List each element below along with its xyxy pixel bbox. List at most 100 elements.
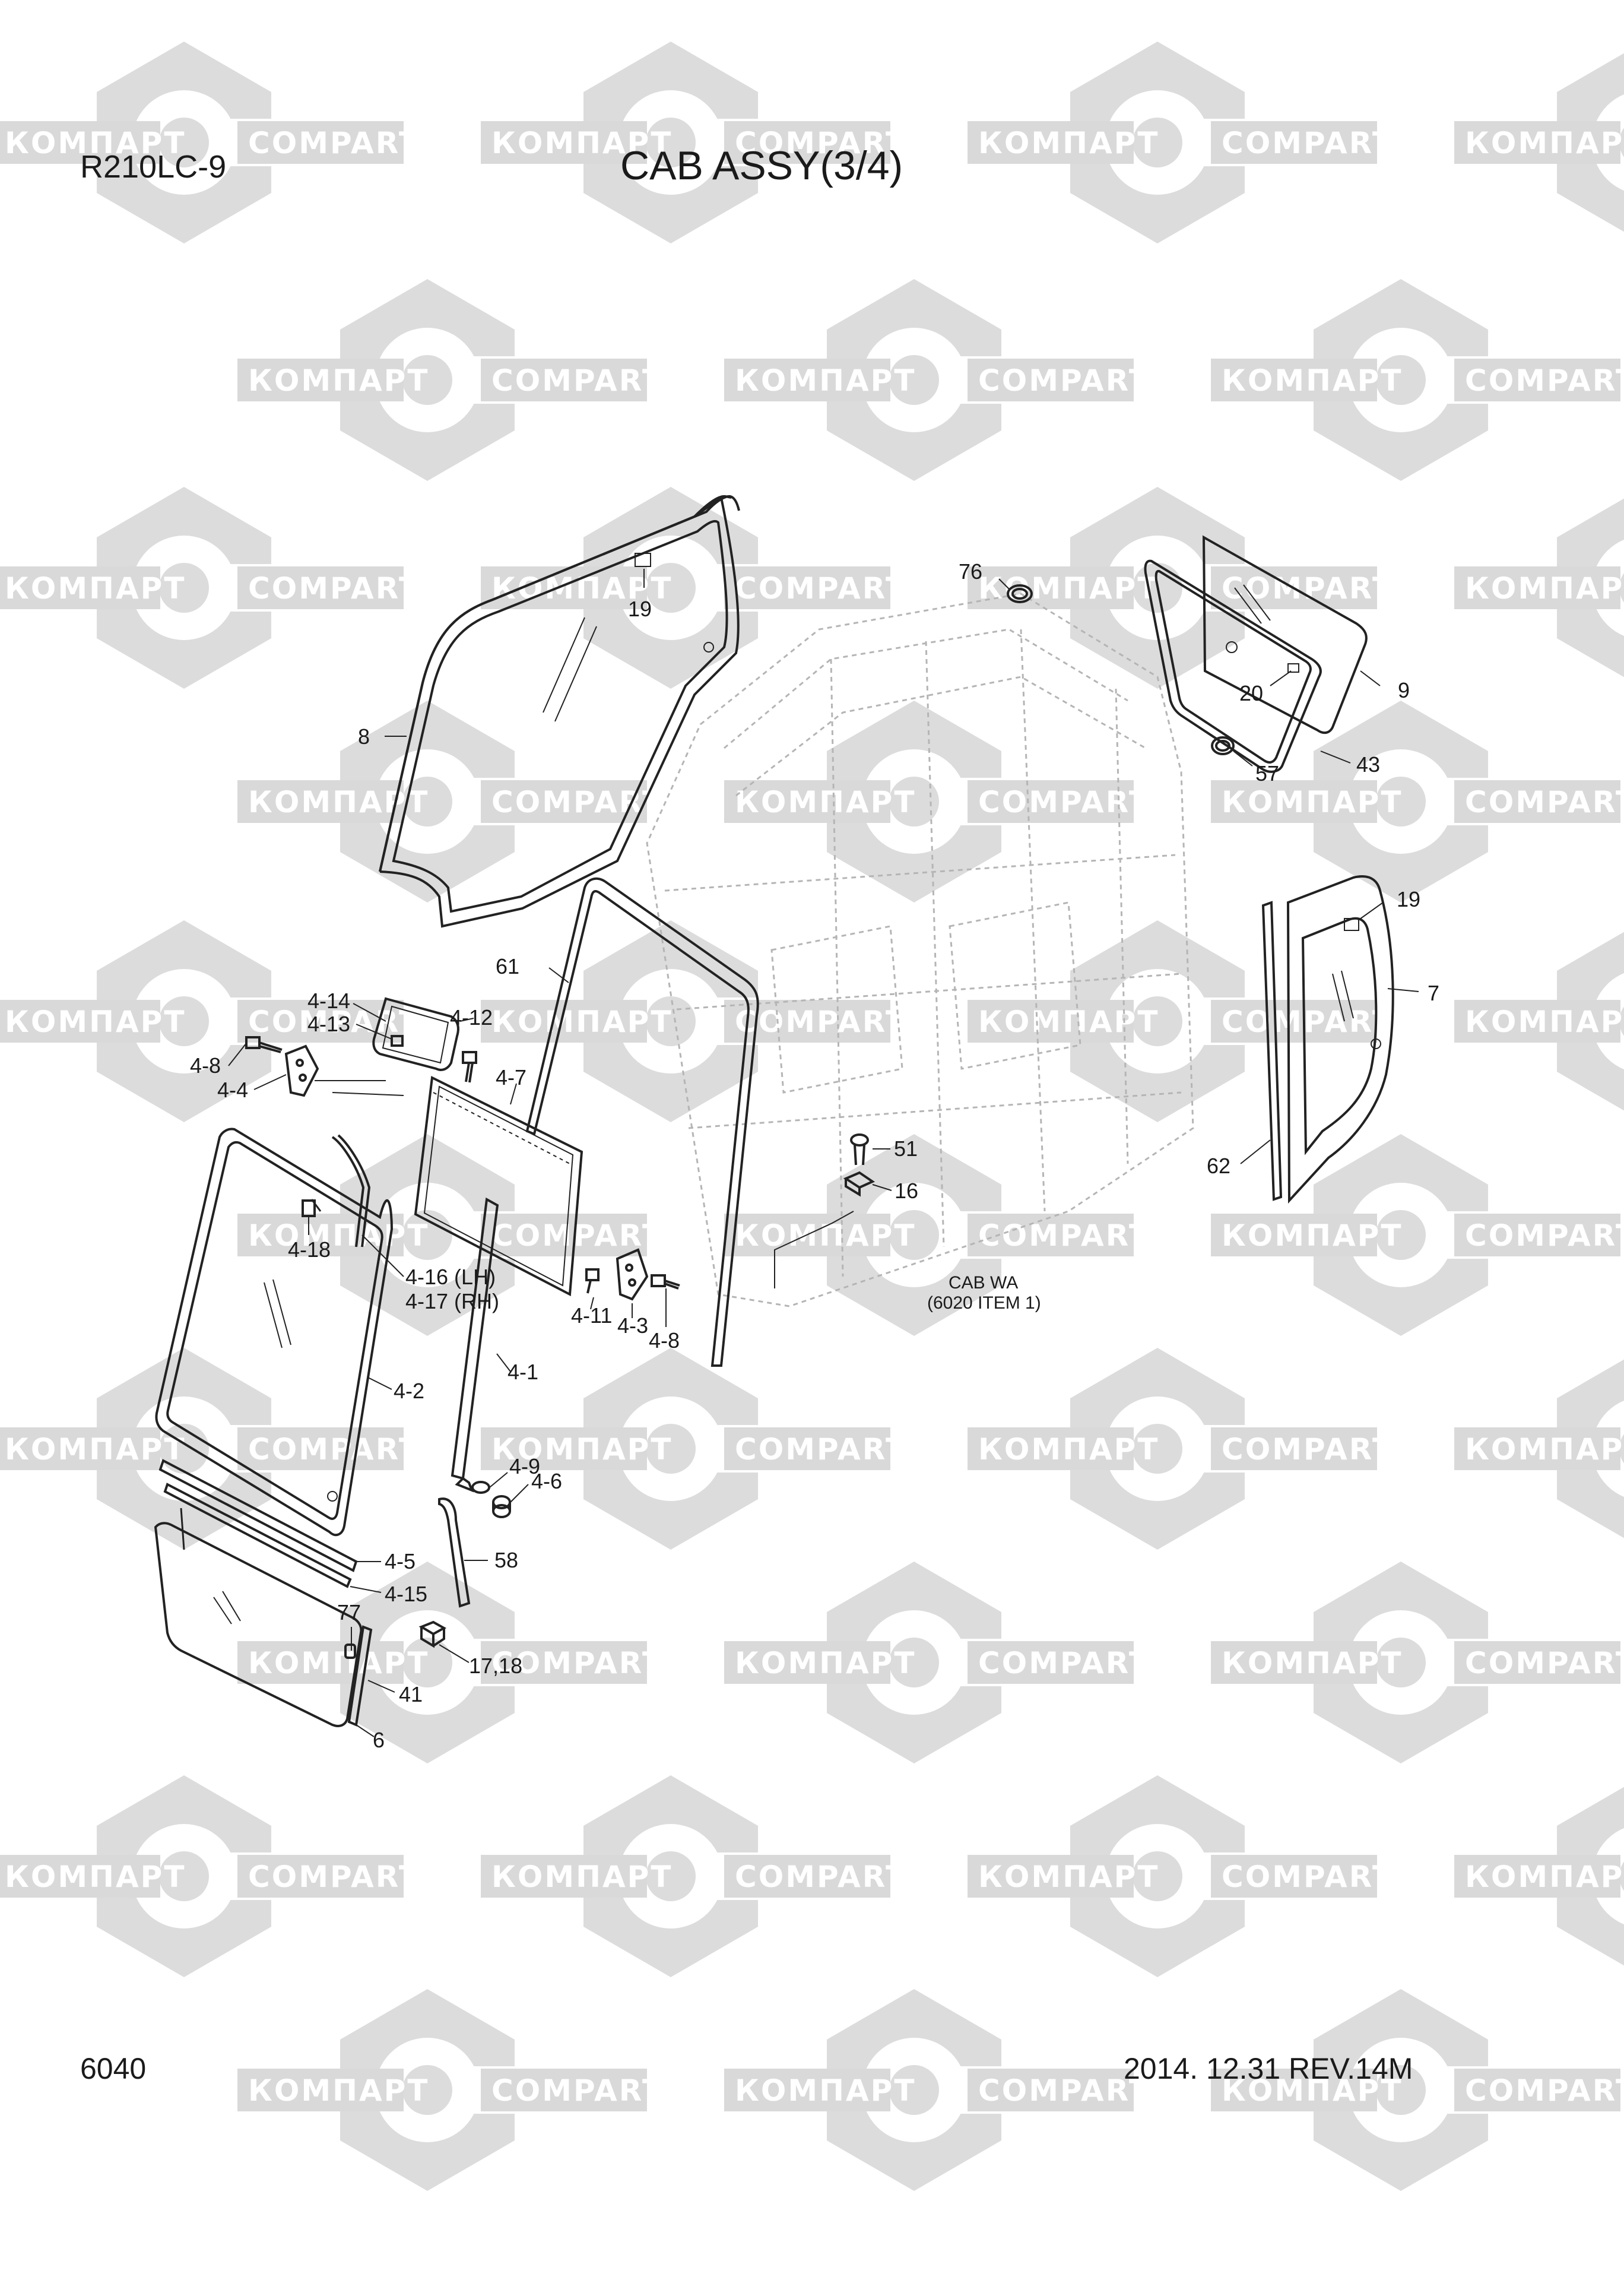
watermark-text: COMPART: [735, 1432, 908, 1467]
watermark-bar: [724, 1855, 890, 1898]
callout-19-side: 19: [1397, 887, 1420, 911]
page-number: 6040: [80, 2052, 147, 2085]
revision-label: 2014. 12.31 REV.14M: [1124, 2052, 1413, 2085]
watermark-text: КОМПАРТ: [735, 2073, 916, 2108]
watermark-bar: [724, 121, 890, 164]
watermark-bar: [1211, 1000, 1377, 1043]
watermark-text: COMPART: [735, 126, 908, 160]
watermark-text: КОМПАРТ: [491, 1005, 673, 1039]
watermark-bar: [1211, 359, 1377, 401]
watermark-text: COMPART: [491, 2073, 664, 2108]
watermark-text: КОМПАРТ: [1222, 1646, 1403, 1680]
watermark-text: КОМПАРТ: [1222, 1218, 1403, 1253]
watermark-bar: [1211, 2069, 1377, 2111]
watermark-text: COMPART: [491, 785, 664, 819]
part-7-side-glass: [1286, 875, 1394, 1204]
callout-4-8-lower: 4-8: [649, 1328, 680, 1353]
watermark-bar: [968, 1000, 1134, 1043]
watermark-bar: [968, 780, 1134, 823]
cab-body-outline: [646, 593, 1194, 1307]
watermark-text: КОМПАРТ: [735, 785, 916, 819]
watermark-text: COMPART: [1465, 363, 1624, 398]
watermark-bar: [481, 1855, 647, 1898]
watermark-text: COMPART: [1222, 1005, 1394, 1039]
callout-4-16: 4-16 (LH): [405, 1265, 496, 1289]
watermark-text: COMPART: [735, 571, 908, 606]
part-43-roof-seal: [1144, 559, 1322, 773]
watermark-text: КОМПАРТ: [1465, 126, 1624, 160]
watermark-bar: [1211, 1855, 1377, 1898]
part-4-2-door-glass: [155, 1128, 394, 1537]
watermark-text: КОМПАРТ: [248, 363, 429, 398]
callout-77: 77: [337, 1600, 361, 1624]
watermark-bar: [481, 780, 647, 823]
watermark-bar: [968, 566, 1134, 609]
watermark-text: COMPART: [1222, 1860, 1394, 1894]
watermark-text: КОМПАРТ: [491, 1860, 673, 1894]
watermark-bar: [1211, 1641, 1377, 1684]
part-4-5-strip: [158, 1459, 358, 1588]
watermark-text: КОМПАРТ: [978, 1860, 1159, 1894]
part-77-clip: [344, 1644, 356, 1659]
watermark-text: COMPART: [735, 1005, 908, 1039]
watermark-layer: КОМПАРТ COMPART КОМПАРТ COMPART КОМПАРТ COMPA…: [0, 42, 1624, 2191]
watermark-bar: [968, 1641, 1134, 1684]
watermark-bar: [968, 359, 1134, 401]
part-4-9-washer: [471, 1481, 490, 1494]
watermark-text: COMPART: [978, 2073, 1151, 2108]
part-4-4-hinge: [284, 1044, 319, 1097]
watermark-bar: [1454, 780, 1620, 823]
part-4-1-rail: [451, 1197, 499, 1493]
watermark-text: COMPART: [735, 1860, 908, 1894]
watermark-bar: [1211, 121, 1377, 164]
watermark-text: COMPART: [491, 1218, 664, 1253]
watermark-text: COMPART: [248, 1860, 421, 1894]
part-4-11-bolt: [585, 1268, 600, 1294]
watermark-text: КОМПАРТ: [1222, 785, 1403, 819]
part-4-6-spacer: [492, 1495, 511, 1518]
callout-41: 41: [399, 1682, 423, 1706]
watermark-text: COMPART: [978, 1218, 1151, 1253]
watermark-bar: [968, 1427, 1134, 1470]
watermark-text: COMPART: [248, 571, 421, 606]
part-4-14-mirror: [372, 997, 459, 1071]
watermark-text: COMPART: [491, 363, 664, 398]
watermark-bar: [968, 2069, 1134, 2111]
watermark-text: КОМПАРТ: [491, 1432, 673, 1467]
watermark-bar: [481, 2069, 647, 2111]
watermark-text: КОМПАРТ: [1222, 2073, 1403, 2108]
watermark-bar: [724, 359, 890, 401]
callout-4-9: 4-9: [509, 1454, 540, 1478]
part-51-bolt: [850, 1133, 869, 1166]
part-16-block: [843, 1171, 876, 1197]
watermark-bar: [1211, 780, 1377, 823]
part-4-3-hinge: [616, 1248, 649, 1301]
watermark-text: COMPART: [248, 126, 421, 160]
part-4-16-rod: [302, 1134, 371, 1247]
callout-16: 16: [895, 1179, 918, 1203]
watermark-bar: [968, 1214, 1134, 1256]
part-4-8-bolt-lower: [651, 1274, 680, 1290]
part-6-lower-glass: [154, 1508, 363, 1727]
callout-4-18: 4-18: [288, 1237, 331, 1262]
watermark-bar: [968, 1855, 1134, 1898]
watermark-text: КОМПАРТ: [1465, 1432, 1624, 1467]
watermark-text: КОМПАРТ: [1222, 363, 1403, 398]
watermark-text: COMPART: [1465, 785, 1624, 819]
watermark-bar: [0, 121, 160, 164]
callout-8: 8: [358, 724, 370, 749]
watermark-bar: [1454, 1855, 1620, 1898]
watermark-text: КОМПАРТ: [5, 571, 186, 606]
watermark-text: COMPART: [1222, 571, 1394, 606]
watermark-bar: [481, 1427, 647, 1470]
callout-4-15: 4-15: [385, 1582, 427, 1606]
watermark-text: COMPART: [978, 785, 1151, 819]
watermark-bar: [0, 1000, 160, 1043]
watermark-bar: [1454, 359, 1620, 401]
callout-17-18: 17,18: [469, 1654, 522, 1678]
part-61-door-seal: [525, 877, 759, 1367]
callout-4-17: 4-17 (RH): [405, 1289, 499, 1313]
watermark-text: КОМПАРТ: [735, 1646, 916, 1680]
watermark-text: COMPART: [491, 1646, 664, 1680]
